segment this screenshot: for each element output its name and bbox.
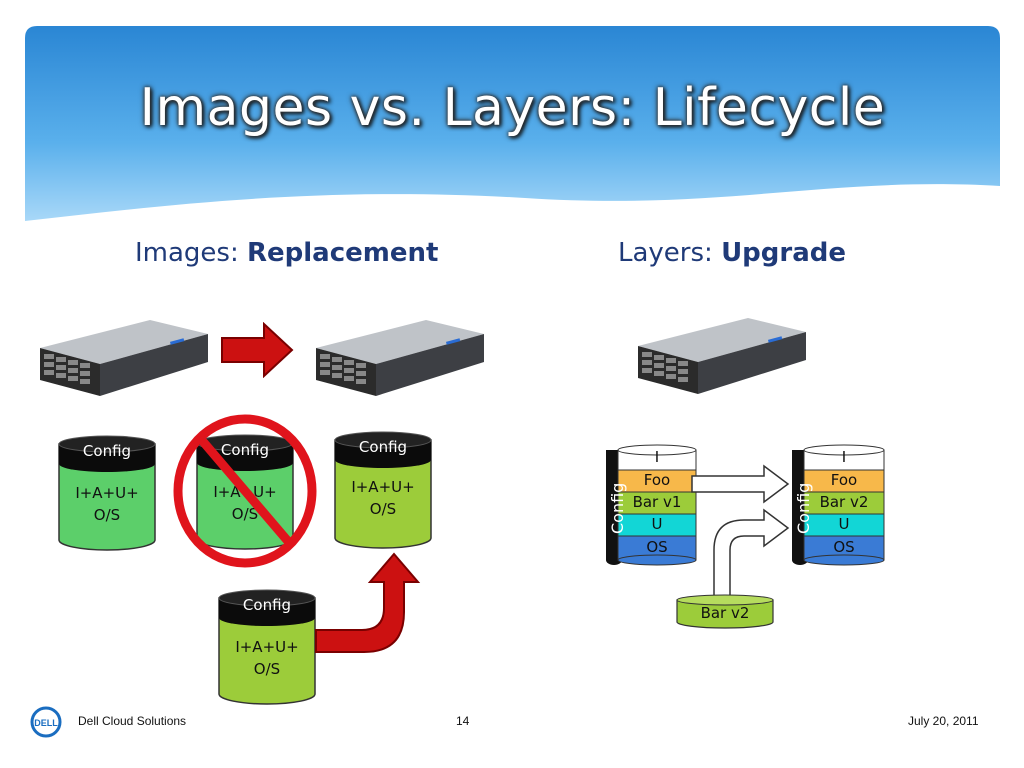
images-heading: Images: Replacement: [135, 238, 438, 268]
layer-stack-before: Config I Foo Bar v1 U OS: [604, 444, 698, 566]
page-number: 14: [456, 714, 470, 728]
prohibited-icon: [173, 414, 317, 568]
dell-logo: DELL: [30, 706, 62, 738]
layer-os: OS: [833, 538, 855, 556]
config-label: Config: [358, 438, 408, 456]
server-icon: [316, 320, 484, 396]
layer-u: U: [651, 515, 663, 533]
image-cylinder-new: Config I+A+U+ O/S: [334, 430, 432, 550]
image-cylinder-old: Config I+A+U+ O/S: [58, 434, 156, 552]
replacement-arrow: [221, 322, 294, 378]
layers-heading: Layers: Upgrade: [618, 238, 846, 268]
server-icon: [638, 318, 806, 394]
layer-bar: Bar v2: [819, 493, 869, 511]
footer-date: July 20, 2011: [908, 714, 979, 728]
upgrade-arrows: [691, 464, 790, 601]
image-line2: O/S: [231, 505, 259, 523]
images-heading-prefix: Images:: [135, 238, 247, 268]
config-label: Config: [82, 442, 132, 460]
layer-os: OS: [646, 538, 668, 556]
layers-heading-prefix: Layers:: [618, 238, 722, 268]
image-line1: I+A+U+: [235, 638, 299, 656]
image-line2: O/S: [93, 506, 121, 524]
slide-title: Images vs. Layers: Lifecycle: [139, 78, 886, 138]
image-line2: O/S: [253, 660, 281, 678]
config-label: Config: [242, 596, 292, 614]
image-line1: I+A+U+: [351, 478, 415, 496]
image-line1: I+A+U+: [75, 484, 139, 502]
layer-foo: Foo: [643, 471, 671, 489]
footer-company: Dell Cloud Solutions: [78, 714, 187, 728]
image-line2: O/S: [369, 500, 397, 518]
layer-bar: Bar v1: [632, 493, 682, 511]
server-icon: [40, 320, 208, 396]
layer-u: U: [838, 515, 850, 533]
images-heading-bold: Replacement: [247, 238, 439, 268]
svg-text:DELL: DELL: [34, 718, 58, 728]
layer-i: I: [841, 448, 847, 466]
bar-v2-cylinder: Bar v2: [676, 594, 774, 630]
image-cylinder-source: Config I+A+U+ O/S: [218, 588, 316, 706]
config-label: Config: [220, 441, 270, 459]
bar-v2-label: Bar v2: [700, 604, 750, 622]
layer-stack-after: Config I Foo Bar v2 U OS: [790, 444, 886, 566]
deploy-arrow: [315, 552, 421, 653]
layer-i: I: [654, 448, 660, 466]
layers-heading-bold: Upgrade: [721, 238, 847, 268]
layer-foo: Foo: [830, 471, 858, 489]
header-banner: [25, 26, 1000, 221]
